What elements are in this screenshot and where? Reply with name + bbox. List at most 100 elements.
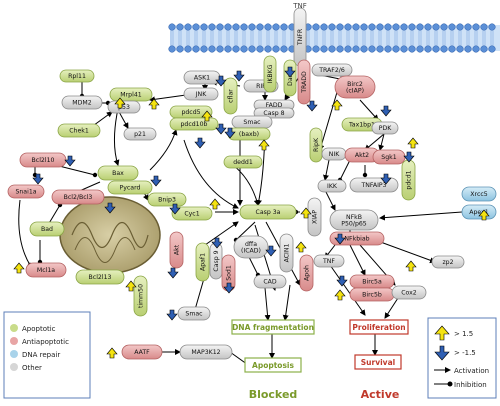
- node-label-zp2: zp2: [442, 259, 453, 266]
- node-label-map3k12: MAP3K12: [191, 349, 220, 356]
- fold-change-markers: [13, 66, 490, 359]
- node-label-xrcc5: Xrcc5: [470, 191, 487, 198]
- down-regulation-arrow-icon: [380, 105, 392, 117]
- edge-pdk-akt2: [364, 133, 385, 151]
- node-label-birc5b: Birc5b: [362, 292, 382, 299]
- node-label-bad: Bad: [41, 226, 53, 233]
- node-mcl1a: Mcl1a: [25, 262, 67, 278]
- legend-up-arrow-icon: [434, 325, 450, 341]
- down-regulation-arrow-icon: [215, 75, 227, 87]
- edge-apaf1-casp3a: [204, 221, 239, 246]
- node-label-dffa: dffa(ICAD): [241, 241, 261, 254]
- node-dedd1: dedd1: [223, 155, 263, 169]
- outcome-boxes: DNA fragmentation Apoptosis Proliferatio…: [231, 319, 409, 401]
- node-label-mdm2: MDM2: [72, 100, 91, 107]
- node-label-tnfaip3: TNFAIP3: [360, 182, 386, 189]
- node-label-bcl2l10: Bcl2l10: [32, 157, 55, 164]
- node-smac-bottom: Smac: [177, 306, 211, 321]
- node-ikbkg: IKBKG: [263, 55, 277, 93]
- node-tnf: TNF: [313, 254, 345, 268]
- node-label-sgk1: Sgk1: [381, 154, 396, 161]
- down-regulation-arrow-icon: [306, 100, 318, 112]
- down-regulation-arrow-icon: [215, 123, 227, 135]
- node-sgk1: Sgk1: [372, 149, 406, 165]
- node-smac-top: Smac: [231, 115, 273, 129]
- node-rpl11: Rpl11: [59, 69, 95, 83]
- node-casp9: Casp 9: [209, 242, 223, 280]
- node-label-birc5a: Birc5a: [362, 279, 382, 286]
- node-label-smac-bottom: Smac: [185, 311, 203, 318]
- node-label-akt-mito: Akt: [174, 244, 181, 255]
- node-label-snai1a: Snai1a: [15, 189, 36, 196]
- node-nik: NIK: [321, 147, 347, 161]
- legend-label-other: Other: [22, 364, 42, 372]
- node-label-xiap: XIAP: [312, 210, 319, 224]
- node-label-p53: p53: [118, 104, 130, 111]
- down-regulation-arrow-icon: [32, 173, 44, 185]
- node-dffa: dffa(ICAD): [233, 235, 269, 259]
- proliferation-label: Proliferation: [352, 323, 405, 332]
- node-label-pdk: PDK: [379, 125, 392, 132]
- category-legend: Apoptotic Antiapoptotic DNA repair Other: [3, 311, 91, 399]
- down-regulation-arrow-icon: [223, 282, 235, 294]
- blocked-label: Blocked: [249, 388, 298, 401]
- node-label-pdcd10b: pdcd10b: [181, 121, 208, 128]
- legend-label-antiapoptotic: Antiapoptotic: [22, 338, 69, 346]
- down-regulation-arrow-icon: [167, 267, 179, 279]
- legend-down-label: > -1.5: [454, 349, 476, 357]
- node-label-dedd1: dedd1: [233, 159, 253, 166]
- node-label-bnip3: Bnip3: [158, 197, 176, 204]
- node-snai1a: Snai1a: [7, 184, 45, 199]
- edge-snai1a-mcl1a: [18, 199, 33, 268]
- node-label-tradd: TRADD: [301, 71, 308, 94]
- edge-cad-dna: [264, 287, 271, 321]
- node-map3k12: MAP3K12: [179, 344, 233, 360]
- up-regulation-arrow-icon: [407, 137, 419, 149]
- node-label-timm50: timm50: [138, 284, 145, 308]
- up-regulation-arrow-icon: [209, 198, 221, 210]
- node-bcl2l10: Bcl2l10: [19, 152, 67, 168]
- down-regulation-arrow-icon: [233, 70, 245, 82]
- node-apex1: Apex1: [461, 204, 497, 220]
- node-label-sod1: Sod1: [226, 265, 233, 281]
- node-label-cflar: cflar: [228, 89, 235, 103]
- node-label-apaf1: Apaf1: [200, 253, 207, 271]
- node-label-jnk: JNK: [195, 91, 207, 98]
- down-regulation-arrow-icon: [380, 173, 392, 185]
- down-regulation-arrow-icon: [334, 233, 346, 245]
- survival-box: [354, 354, 402, 370]
- legend-swatch-apoptotic: [10, 324, 18, 332]
- tnf-ligand-label: TNF: [292, 2, 307, 10]
- node-label-p21: p21: [134, 131, 146, 138]
- node-label-akt2: Akt2: [355, 152, 369, 159]
- node-label-bcl2l13: Bcl2l13: [89, 274, 112, 281]
- legend-label-dna-repair: DNA repair: [22, 351, 60, 359]
- edge-birc2-pdk: [359, 99, 379, 121]
- apoptosis-label: Apoptosis: [252, 361, 294, 370]
- up-regulation-arrow-icon: [201, 110, 213, 122]
- legend-down-arrow-icon: [434, 345, 450, 361]
- up-regulation-arrow-icon: [106, 347, 118, 359]
- survival-label: Survival: [361, 358, 395, 367]
- node-label-nik: NIK: [329, 151, 340, 158]
- up-regulation-arrow-icon: [300, 207, 312, 219]
- node-label-casp3a: Casp 3a: [256, 209, 281, 216]
- node-label-pycard: Pycard: [120, 185, 141, 192]
- node-birc5b: Birc5b: [349, 287, 395, 302]
- node-timm50: timm50: [133, 275, 148, 317]
- node-label-aatf: AATF: [134, 349, 150, 356]
- node-acin1: ACIN1: [279, 233, 294, 273]
- legend-up-label: > 1.5: [454, 330, 473, 338]
- node-ripk: RipK: [309, 127, 323, 163]
- down-regulation-arrow-icon: [265, 245, 277, 257]
- apoptosis-box: [244, 357, 302, 373]
- up-regulation-arrow-icon: [331, 99, 343, 111]
- up-regulation-arrow-icon: [478, 209, 490, 221]
- node-label-daxx: Daxx: [287, 70, 294, 86]
- down-regulation-arrow-icon: [284, 66, 296, 78]
- node-label-smac-top: Smac: [243, 119, 261, 126]
- up-regulation-arrow-icon: [125, 280, 137, 292]
